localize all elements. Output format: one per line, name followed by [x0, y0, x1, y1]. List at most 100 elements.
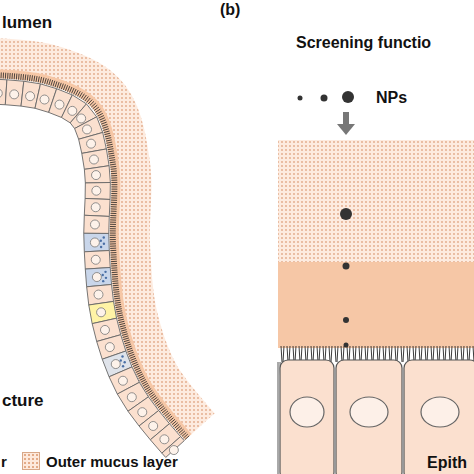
microvillus	[65, 85, 67, 91]
microvillus	[123, 338, 129, 340]
granule	[102, 280, 104, 282]
microvillus	[103, 127, 109, 129]
microvillus	[110, 237, 116, 238]
epithelial-cell	[84, 166, 110, 183]
microvillus	[111, 175, 117, 176]
cell-nucleus	[92, 171, 101, 180]
microvillus	[104, 131, 110, 133]
microvillus	[111, 186, 117, 187]
microvillus	[118, 319, 124, 320]
microvillus	[106, 142, 112, 143]
microvillus	[120, 328, 126, 330]
microvillus	[110, 213, 116, 214]
microvillus	[111, 267, 117, 268]
microvillus	[111, 256, 117, 257]
microvillus	[111, 189, 117, 190]
cell-nucleus	[111, 360, 120, 369]
nanoparticles	[298, 91, 355, 348]
microvillus	[11, 73, 12, 79]
microvillus	[138, 374, 143, 377]
inner-mucus-layer	[278, 262, 474, 348]
microvillus	[111, 182, 117, 183]
microvillus	[111, 170, 117, 172]
microvillus	[79, 92, 82, 97]
microvillus	[112, 276, 118, 277]
microvillus	[123, 336, 129, 338]
microvillus	[118, 317, 124, 318]
microvillus	[130, 358, 136, 360]
microvillus	[110, 217, 116, 218]
microvillus	[112, 280, 118, 282]
microvillus	[110, 250, 116, 251]
cell-nucleus	[90, 238, 99, 247]
microvillus	[110, 222, 116, 223]
microvillus	[110, 241, 116, 242]
microvillus	[7, 73, 8, 79]
microvillus	[132, 362, 138, 364]
microvillus	[110, 245, 116, 246]
cell-nucleus	[26, 92, 35, 101]
microvillus	[110, 219, 116, 220]
cell-nucleus	[68, 106, 77, 115]
microvillus	[110, 239, 116, 240]
microvillus	[36, 76, 37, 82]
microvillus	[136, 370, 141, 373]
microvillus	[111, 259, 117, 260]
microvillus	[133, 364, 139, 366]
cell-nucleus	[55, 100, 64, 109]
microvillus	[111, 191, 117, 192]
cell-nucleus	[118, 376, 127, 385]
label-text: (b)	[220, 2, 240, 18]
microvillus	[109, 159, 115, 161]
granule	[100, 246, 102, 248]
microvillus	[57, 82, 59, 88]
cell-nucleus	[94, 290, 103, 299]
microvillus	[111, 254, 117, 255]
microvillus	[98, 116, 103, 119]
cell-nucleus	[92, 273, 101, 282]
microvillus	[25, 74, 27, 80]
microvillus	[96, 111, 101, 114]
microvillus	[67, 86, 69, 92]
epithelial-cell	[84, 233, 110, 252]
microvillus	[111, 211, 117, 212]
granule	[100, 240, 102, 242]
microvillus	[139, 376, 144, 379]
outer-mucus-layer	[278, 140, 474, 262]
microvillus	[134, 366, 139, 368]
microvillus	[110, 164, 116, 166]
microvillus	[51, 80, 53, 86]
cell-nucleus	[90, 220, 99, 229]
cell-nucleus	[0, 89, 2, 98]
villus-illustration	[0, 38, 215, 457]
microvillus	[127, 350, 133, 352]
granule	[103, 236, 105, 238]
microvillus	[103, 129, 109, 131]
microvillus	[140, 378, 145, 381]
cell-nucleus	[149, 421, 158, 430]
microvillus	[110, 230, 116, 231]
cell-nucleus	[77, 114, 86, 123]
microvillus	[63, 84, 65, 90]
inner-mucus-layer	[0, 69, 192, 440]
microvillus	[111, 173, 117, 174]
microvillus	[185, 436, 189, 440]
cell-nucleus	[92, 186, 101, 195]
microvillus	[47, 79, 49, 85]
microvillus	[137, 372, 142, 375]
microvillus	[108, 149, 114, 150]
microvillus	[119, 321, 125, 322]
microvillus	[110, 161, 116, 163]
microvillus	[104, 133, 110, 135]
epithelial-cell	[84, 215, 110, 233]
down-arrow	[337, 112, 355, 135]
microvillus	[59, 83, 61, 89]
microvillus	[111, 184, 117, 185]
microvillus	[110, 235, 116, 236]
microvillus	[102, 124, 108, 126]
microvillus	[117, 315, 123, 316]
microvillus	[113, 287, 119, 289]
microvillus	[125, 344, 131, 346]
microvillus	[111, 206, 117, 207]
microvillus	[115, 302, 121, 304]
